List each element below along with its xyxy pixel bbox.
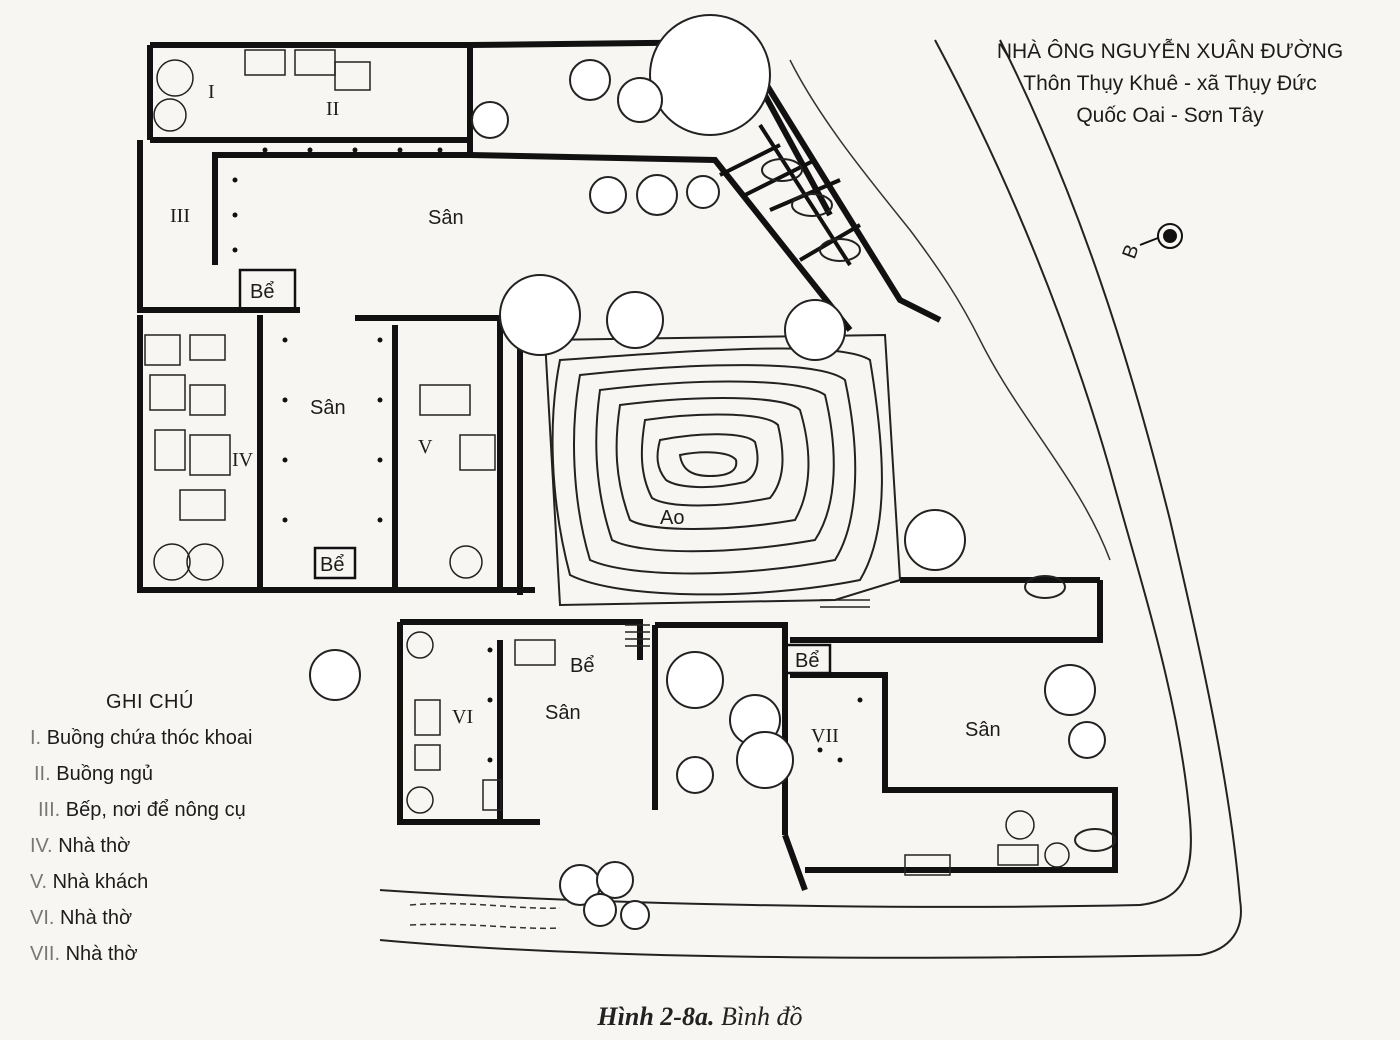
room-number-3: III (170, 205, 190, 227)
area-labels: Sân Sân Sân Sân Bể Bể Bể Bể Ao (250, 207, 1001, 741)
legend-item-number: VI. (30, 907, 55, 929)
legend-item: V. Nhà khách (30, 864, 370, 900)
room-numbers: I II III IV V VI VII (170, 81, 839, 747)
room-number-5: V (418, 436, 433, 458)
label-be-1: Bể (250, 281, 274, 303)
plan-title: NHÀ ÔNG NGUYỄN XUÂN ĐƯỜNG (996, 40, 1344, 63)
legend-item-text: Nhà khách (52, 871, 149, 893)
room-number-4: IV (232, 449, 254, 471)
legend-item: VI. Nhà thờ (30, 900, 370, 936)
label-san-north: Sân (428, 207, 464, 229)
figure-number: Hình 2-8a. (597, 1002, 715, 1031)
legend-item-number: V. (30, 871, 48, 893)
stable-animals (761, 158, 1116, 852)
trees (309, 14, 1106, 930)
legend-item: III. Bếp, nơi để nông cụ (30, 792, 370, 828)
plan-location-2: Quốc Oai - Sơn Tây (1076, 104, 1264, 127)
legend-item-text: Nhà thờ (58, 835, 131, 857)
label-be-2: Bể (320, 554, 344, 576)
legend-item: I. Buồng chứa thóc khoai (30, 720, 370, 756)
plan-location-1: Thôn Thụy Khuê - xã Thụy Đức (1023, 72, 1317, 95)
label-san-west: Sân (310, 397, 346, 419)
hedge (409, 59, 1111, 930)
column-dots (232, 147, 863, 763)
label-san-south: Sân (545, 702, 581, 724)
legend-item-text: Buồng ngủ (56, 763, 153, 785)
legend-item-number: III. (38, 799, 61, 821)
legend-item-number: I. (30, 727, 42, 749)
room-number-6: VI (452, 706, 473, 728)
road (379, 39, 1242, 959)
stable-stalls (719, 123, 862, 267)
legend-heading: GHI CHÚ (106, 691, 194, 713)
legend-item-text: Bếp, nơi để nông cụ (65, 799, 246, 821)
legend-item: IV. Nhà thờ (30, 828, 370, 864)
north-arrow-symbol (1139, 223, 1183, 249)
label-be-4: Bể (795, 650, 819, 672)
figure-caption-text: Bình đồ (720, 1002, 803, 1031)
pond-steps (625, 599, 870, 647)
legend-item-number: II. (34, 763, 51, 785)
legend-item-text: Buồng chứa thóc khoai (46, 727, 253, 749)
legend-item-text: Nhà thờ (60, 907, 133, 929)
interior-furniture (144, 49, 1070, 876)
room-number-7: VII (811, 725, 839, 747)
figure-caption: Hình 2-8a. Bình đồ (0, 1002, 1400, 1032)
room-number-1: I (208, 81, 215, 103)
room-number-2: II (326, 98, 339, 120)
legend-item: II. Buồng ngủ (30, 756, 370, 792)
legend: GHI CHÚ I. Buồng chứa thóc khoai II. Buồ… (30, 684, 370, 972)
legend-item-number: IV. (30, 835, 53, 857)
legend-item-text: Nhà thờ (65, 943, 138, 965)
legend-item-number: VII. (30, 943, 61, 965)
label-san-east: Sân (965, 719, 1001, 741)
north-marker: B (1118, 242, 1143, 262)
label-ao: Ao (660, 507, 684, 529)
label-be-3: Bể (570, 655, 594, 677)
legend-item: VII. Nhà thờ (30, 936, 370, 972)
plan-title-block: NHÀ ÔNG NGUYỄN XUÂN ĐƯỜNG Thôn Thụy Khuê… (960, 36, 1380, 132)
pond (543, 333, 902, 607)
be-boxes (238, 268, 832, 675)
